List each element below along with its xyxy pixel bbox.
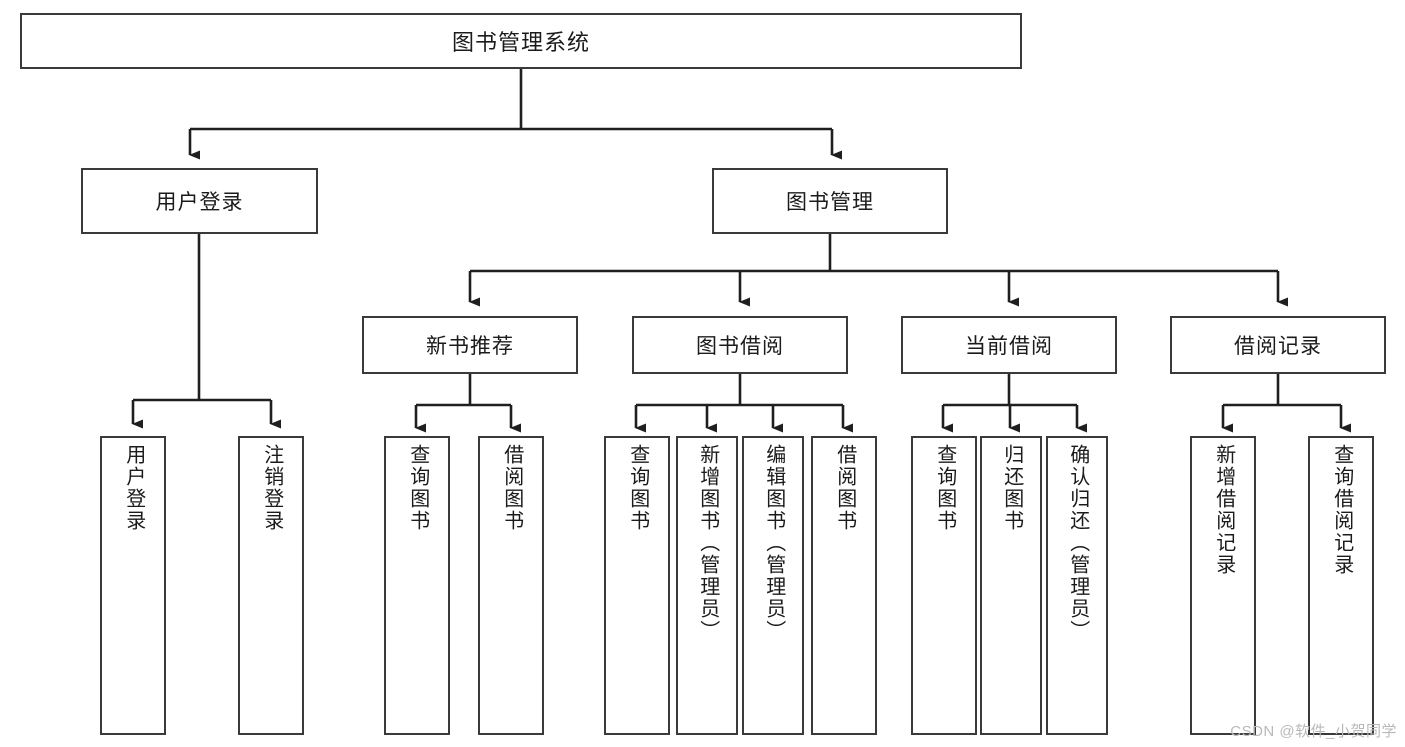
node-book-borrow[interactable]: 图书借阅 [632, 316, 848, 374]
csdn-watermark: CSDN @软件_小贺同学 [1230, 723, 1397, 740]
node-leaf-borrow-book-1[interactable]: 借阅图书 [478, 436, 544, 735]
node-label: 借阅图书 [500, 444, 523, 532]
node-label: 注销登录 [260, 444, 283, 532]
node-label: 借阅图书 [833, 444, 856, 532]
node-leaf-query-book-2[interactable]: 查询图书 [604, 436, 670, 735]
node-label: 图书管理系统 [451, 30, 590, 55]
node-leaf-return-book[interactable]: 归还图书 [980, 436, 1042, 735]
node-current-borrow[interactable]: 当前借阅 [901, 316, 1117, 374]
node-label: 当前借阅 [965, 335, 1053, 358]
node-label: 图书管理 [786, 191, 874, 214]
node-book-management[interactable]: 图书管理 [712, 168, 948, 234]
node-leaf-query-book-3[interactable]: 查询图书 [911, 436, 977, 735]
node-leaf-add-book-admin[interactable]: 新增图书（管理员） [676, 436, 738, 735]
node-user-login[interactable]: 用户登录 [81, 168, 318, 234]
node-leaf-query-borrow-record[interactable]: 查询借阅记录 [1308, 436, 1374, 735]
node-label: 图书借阅 [696, 335, 784, 358]
node-label: 用户登录 [155, 191, 244, 214]
node-leaf-confirm-return-admin[interactable]: 确认归还（管理员） [1046, 436, 1108, 735]
node-label: 查询借阅记录 [1330, 444, 1353, 576]
node-label: 查询图书 [406, 444, 429, 532]
node-label: 归还图书 [1000, 444, 1023, 532]
node-leaf-add-borrow-record[interactable]: 新增借阅记录 [1190, 436, 1256, 735]
node-label: 查询图书 [933, 444, 956, 532]
node-label: 新增图书（管理员） [696, 444, 719, 642]
node-label: 借阅记录 [1234, 335, 1322, 358]
node-leaf-query-book-1[interactable]: 查询图书 [384, 436, 450, 735]
node-borrow-record[interactable]: 借阅记录 [1170, 316, 1386, 374]
node-leaf-user-login[interactable]: 用户登录 [100, 436, 166, 735]
node-label: 新增借阅记录 [1212, 444, 1235, 576]
node-label: 用户登录 [122, 444, 145, 532]
node-label: 新书推荐 [426, 335, 514, 358]
node-root-book-management-system[interactable]: 图书管理系统 [20, 13, 1022, 69]
node-leaf-borrow-book-2[interactable]: 借阅图书 [811, 436, 877, 735]
node-label: 编辑图书（管理员） [762, 444, 785, 642]
node-leaf-edit-book-admin[interactable]: 编辑图书（管理员） [742, 436, 804, 735]
node-label: 查询图书 [626, 444, 649, 532]
node-leaf-logout-login[interactable]: 注销登录 [238, 436, 304, 735]
node-new-book-recommend[interactable]: 新书推荐 [362, 316, 578, 374]
node-label: 确认归还（管理员） [1066, 444, 1089, 642]
